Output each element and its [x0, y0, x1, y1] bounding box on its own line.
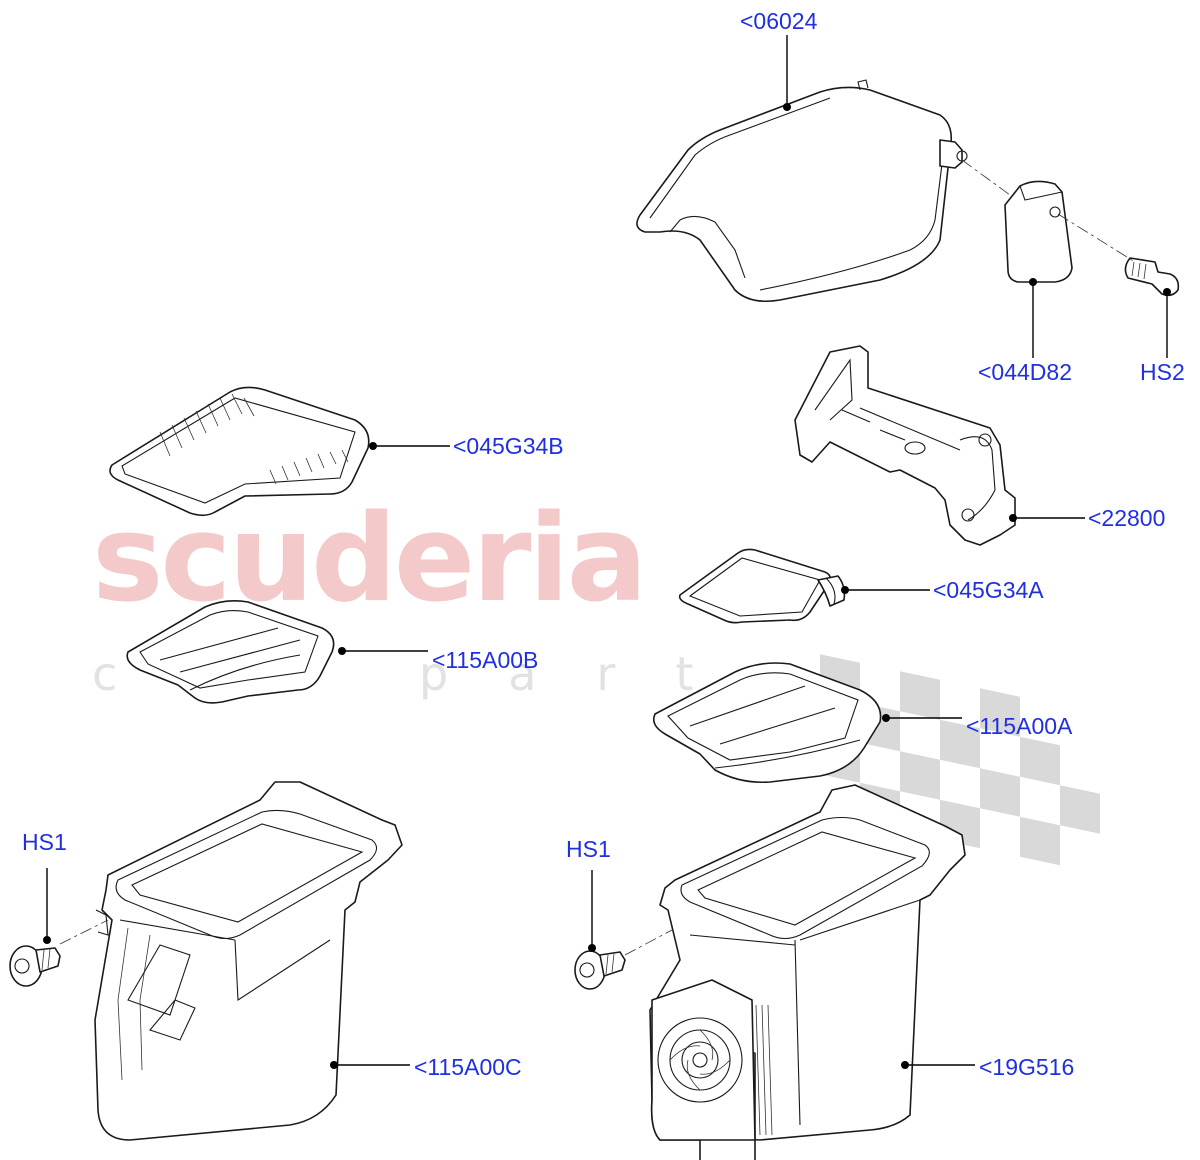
storage-bin-left — [94, 781, 403, 1141]
hinge-cover — [1004, 180, 1073, 283]
callout-screw-hs1-left[interactable]: HS1 — [22, 829, 67, 855]
callout-tray-b[interactable]: <115A00B — [432, 647, 538, 673]
callout-small-mat[interactable]: <045G34A — [933, 577, 1044, 603]
callout-bin-left[interactable]: <115A00C — [414, 1054, 522, 1080]
screw-hs1-right — [574, 950, 626, 990]
callout-hinge-cover[interactable]: <044D82 — [978, 359, 1072, 385]
storage-bin-right — [649, 784, 966, 1160]
callout-liner-mat[interactable]: <045G34B — [453, 433, 564, 459]
tray-a — [652, 662, 882, 784]
leader-lines — [43, 35, 1171, 1069]
armrest-lid — [636, 79, 968, 303]
assembly-lines — [59, 159, 1136, 956]
screw-hs2 — [1124, 257, 1180, 297]
liner-mat — [109, 386, 370, 517]
callout-tray-a[interactable]: <115A00A — [966, 713, 1073, 739]
small-mat — [678, 548, 846, 624]
callout-hinge-bracket[interactable]: <22800 — [1088, 505, 1165, 531]
callout-screw-hs2[interactable]: HS2 — [1140, 359, 1185, 385]
callout-labels: <06024 <044D82 HS2 <045G34B <22800 <045G… — [22, 8, 1185, 1080]
callout-bin-right[interactable]: <19G516 — [979, 1054, 1074, 1080]
watermark-brand: scuderia — [92, 490, 645, 629]
callout-armrest-lid[interactable]: <06024 — [740, 8, 818, 34]
screw-hs1-left — [9, 945, 61, 987]
callout-screw-hs1-right[interactable]: HS1 — [566, 836, 611, 862]
tray-b — [126, 600, 335, 704]
hinge-bracket — [794, 345, 1016, 546]
